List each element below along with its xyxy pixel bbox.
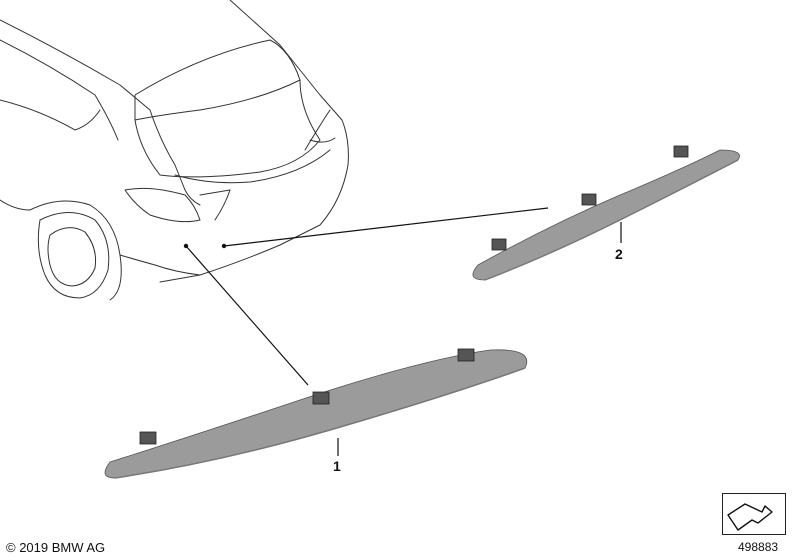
- leader-line-2: [223, 207, 549, 247]
- contour-arrow-icon: [727, 503, 773, 531]
- mounting-clip: [139, 431, 157, 445]
- mounting-clip: [581, 193, 597, 206]
- reflector-part-2: [472, 145, 740, 281]
- leader-lines: [185, 207, 622, 456]
- callout-label-1: 1: [333, 458, 341, 474]
- mounting-clip: [312, 391, 330, 405]
- reflector-part-1: [104, 348, 528, 479]
- leader-line-1: [185, 245, 309, 386]
- diagram-id-number: 498883: [738, 540, 779, 554]
- copyright-text: © 2019 BMW AG: [6, 540, 106, 555]
- callout-label-2: 2: [615, 246, 623, 262]
- leader-dot-2: [221, 243, 227, 249]
- car-rear-outline: [0, 0, 349, 301]
- mounting-clip: [457, 348, 475, 362]
- leader-dot-1: [183, 243, 189, 249]
- mounting-clip: [673, 145, 689, 158]
- mounting-clip: [491, 238, 507, 251]
- symbol-frame: [722, 493, 786, 535]
